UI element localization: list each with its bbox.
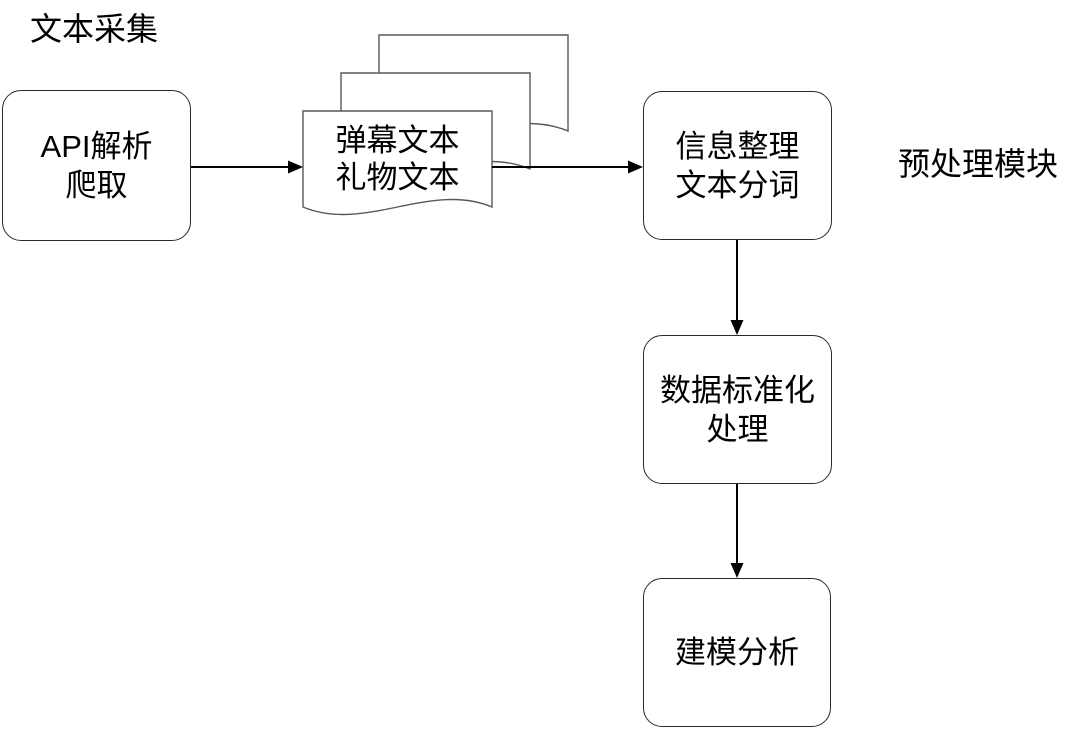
node-label-line: 信息整理: [675, 128, 800, 164]
node-label-line: 文本分词: [675, 167, 800, 203]
arrow-documents-to-info: [492, 160, 643, 174]
node-label-line: 爬取: [65, 167, 128, 203]
node-data-standardization: 数据标准化 处理: [643, 335, 832, 484]
preprocessing-module-label: 预处理模块: [898, 146, 1059, 182]
node-api-parse-crawl: API解析 爬取: [2, 90, 191, 241]
arrowhead-right-icon: [628, 160, 643, 174]
arrowhead-down-icon: [730, 563, 744, 578]
node-modeling-analysis: 建模分析: [643, 578, 831, 727]
node-label-line: 数据标准化: [660, 372, 815, 408]
node-info-organize-segment: 信息整理 文本分词: [643, 91, 832, 240]
node-documents-label: 弹幕文本 礼物文本: [303, 113, 492, 205]
node-label-line: 礼物文本: [335, 160, 460, 195]
node-label-line: 建模分析: [675, 635, 799, 670]
node-label-line: API解析: [40, 128, 153, 164]
text-collection-label: 文本采集: [30, 11, 159, 47]
arrow-standardize-to-modeling: [730, 484, 744, 578]
arrowhead-down-icon: [730, 320, 744, 335]
node-label-line: 弹幕文本: [335, 123, 460, 158]
arrow-info-to-standardize: [730, 240, 744, 335]
arrowhead-right-icon: [288, 160, 303, 174]
arrow-api-to-documents: [191, 160, 303, 174]
node-label-line: 处理: [706, 411, 769, 447]
